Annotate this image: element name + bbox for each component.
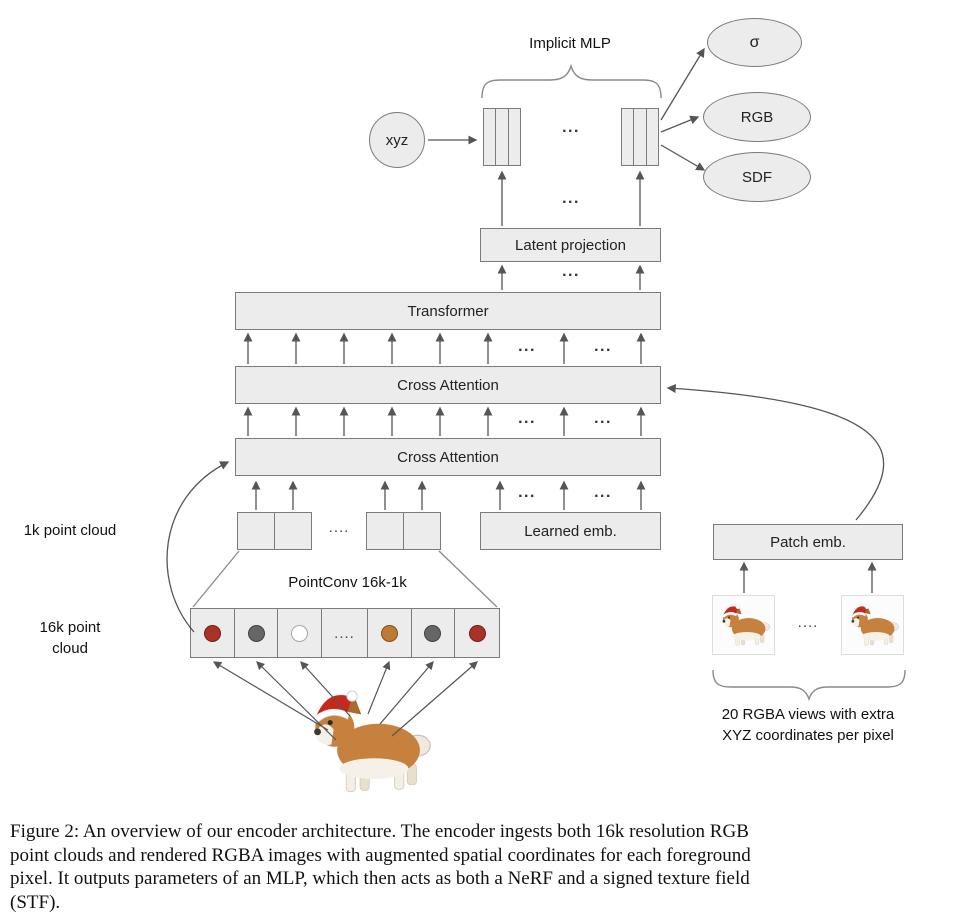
- ellipsis: ...: [594, 338, 612, 355]
- point-dot: [247, 624, 265, 642]
- token-cell: [238, 513, 275, 549]
- ellipsis: ...: [518, 484, 536, 501]
- token-cell: [367, 513, 404, 549]
- transformer-box: Transformer: [235, 292, 661, 330]
- curved-arrow-16k-to-cross-attention: [166, 461, 230, 633]
- sigma-output-ellipse: σ: [707, 18, 802, 67]
- rgba-view-image-2: [841, 595, 904, 655]
- ellipsis: ...: [562, 263, 580, 280]
- mlp-layer-block-1: [483, 108, 521, 166]
- point-cell: [235, 609, 279, 657]
- mlp-layer-cell: [496, 109, 509, 165]
- caption-line: pixel. It outputs parameters of an MLP, …: [10, 868, 750, 889]
- point-dot: [424, 624, 442, 642]
- xyz-label: xyz: [385, 131, 409, 149]
- rgba-caption-line1: 20 RGBA views with extra: [721, 706, 895, 723]
- ellipsis: ....: [797, 614, 819, 631]
- cross-attention-bottom-box: Cross Attention: [235, 438, 661, 476]
- label-1k-point-cloud: 1k point cloud: [23, 522, 117, 539]
- learned-emb-label: Learned emb.: [524, 522, 617, 540]
- token-cell: [404, 513, 440, 549]
- sdf-label: SDF: [742, 168, 772, 186]
- point-cell: [278, 609, 323, 657]
- point-cell: [191, 609, 235, 657]
- cross-attention-bottom-label: Cross Attention: [397, 448, 499, 466]
- pointcloud-token-box-2: [366, 512, 441, 550]
- corgi-render-icon: [845, 601, 901, 649]
- label-16k-line2: cloud: [52, 640, 88, 657]
- ellipsis: ...: [594, 484, 612, 501]
- rgba-caption-line2: XYZ coordinates per pixel: [722, 727, 894, 744]
- mlp-layer-cell: [647, 109, 658, 165]
- corgi-pointcloud-image: [312, 690, 431, 793]
- sigma-label: σ: [749, 33, 760, 51]
- point-dot: [203, 624, 221, 642]
- mlp-layer-cell: [622, 109, 635, 165]
- transformer-label: Transformer: [407, 302, 489, 320]
- point-cell: [412, 609, 456, 657]
- views-to-patch-emb-arrows: [739, 561, 877, 593]
- point-cell: [368, 609, 412, 657]
- curved-arrow-patch-emb-to-cross-attention: [666, 383, 885, 521]
- ellipsis: ....: [328, 519, 350, 536]
- latent-projection-label: Latent projection: [515, 236, 626, 254]
- latent-projection-box: Latent projection: [480, 228, 661, 262]
- mlp-layer-block-2: [621, 108, 659, 166]
- rgb-label: RGB: [740, 108, 774, 126]
- label-16k-point-cloud: 16k point cloud: [5, 617, 135, 659]
- ellipsis: ...: [562, 190, 580, 207]
- point-dot: [380, 624, 398, 642]
- point-cell-ellipsis: ....: [322, 609, 368, 657]
- ellipsis: ...: [518, 338, 536, 355]
- caption-line: (STF).: [10, 891, 61, 913]
- figure-caption: Figure 2: An overview of our encoder arc…: [10, 820, 954, 914]
- caption-line: point clouds and rendered RGBA images wi…: [10, 844, 751, 866]
- token-cell: [275, 513, 311, 549]
- point-cell: [455, 609, 499, 657]
- patch-emb-label: Patch emb.: [770, 533, 846, 551]
- xyz-node: xyz: [369, 112, 425, 168]
- learned-emb-box: Learned emb.: [480, 512, 661, 550]
- brace-bottom: [712, 669, 906, 702]
- sdf-output-ellipse: SDF: [703, 152, 811, 202]
- ellipsis: ...: [594, 410, 612, 427]
- point-row-16k: ....: [190, 608, 500, 658]
- caption-line: Figure 2: An overview of our encoder arc…: [10, 821, 749, 842]
- rgb-output-ellipse: RGB: [703, 92, 811, 142]
- point-dot: [468, 624, 486, 642]
- mlp-layer-cell: [634, 109, 647, 165]
- brace-top: [481, 63, 662, 99]
- label-16k-line1: 16k point: [39, 619, 101, 636]
- mlp-layer-cell: [509, 109, 520, 165]
- corgi-to-points-arrows: [212, 660, 478, 741]
- patch-emb-box: Patch emb.: [713, 524, 903, 560]
- pointconv-label: PointConv 16k-1k: [288, 574, 407, 591]
- mlp-layer-cell: [484, 109, 497, 165]
- rgba-views-caption: 20 RGBA views with extra XYZ coordinates…: [688, 704, 928, 746]
- ellipsis: ....: [334, 624, 355, 642]
- cross-attention-top-box: Cross Attention: [235, 366, 661, 404]
- point-dot: [291, 624, 309, 642]
- rgba-view-image-1: [712, 595, 775, 655]
- pointcloud-token-box-1: [237, 512, 312, 550]
- corgi-render-icon: [716, 601, 772, 649]
- ellipsis: ...: [562, 119, 580, 136]
- cross-attention-top-label: Cross Attention: [397, 376, 499, 394]
- ellipsis: ...: [518, 410, 536, 427]
- implicit-mlp-label: Implicit MLP: [529, 35, 611, 52]
